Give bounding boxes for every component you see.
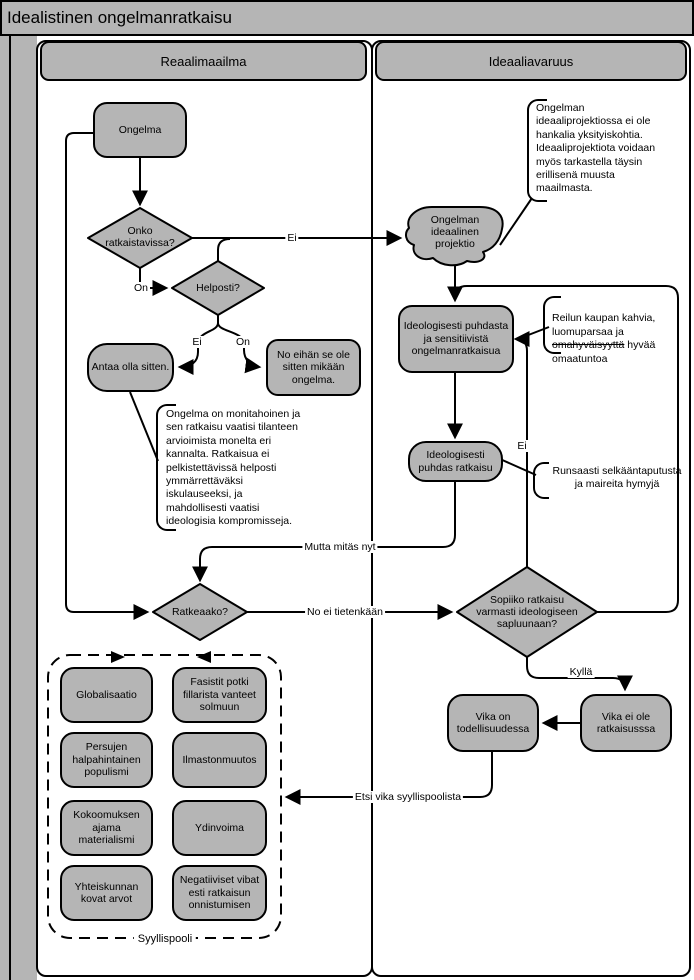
lane-header-ideaaliavaruus: Ideaaliavaruus bbox=[375, 41, 687, 81]
decision-sopiiko-shape bbox=[456, 566, 598, 658]
guilt-pool-border bbox=[47, 654, 282, 939]
page-title: Idealistinen ongelmanratkaisu bbox=[7, 8, 232, 27]
node-ideologisesti-puhdas-ratkaisu: Ideologisesti puhdas ratkaisu bbox=[408, 441, 503, 482]
note-reilun-kaupan-text-2: hyvää omaatuntoa bbox=[552, 339, 656, 365]
pool-item-globalisaatio: Globalisaatio bbox=[60, 667, 153, 723]
title-bar: Idealistinen ongelmanratkaisu bbox=[0, 0, 694, 36]
edge-label-no-ei-tietenkaan: No ei tietenkään bbox=[305, 606, 385, 618]
pool-item-kokoomuksen-materialismi: Kokoomuksen ajama materialismi bbox=[60, 800, 153, 856]
edge-label-ei-sopiiko: Ei bbox=[515, 440, 529, 452]
cloud-shape bbox=[405, 206, 504, 267]
pool-arrow-left-icon bbox=[197, 651, 211, 663]
decision-ratkeaako-shape bbox=[152, 583, 248, 641]
node-vika-ei-ole-ratkaisussa: Vika ei ole ratkaisusssa bbox=[580, 694, 672, 752]
decision-onko-label: Onko ratkaistavissa? bbox=[105, 225, 175, 250]
edge-label-on-onko: On bbox=[131, 282, 151, 294]
note-bracket-ideaaliprojektio bbox=[527, 99, 547, 202]
pool-left-strip bbox=[0, 36, 37, 980]
note-bracket-monitahoinen bbox=[156, 404, 176, 531]
note-ideaaliprojektio: Ongelman ideaaliprojektiossa ei ole hank… bbox=[536, 102, 656, 195]
pool-item-negatiiviset-vibat: Negatiiviset vibat esti ratkaisun onnist… bbox=[172, 865, 267, 921]
pool-item-ilmastonmuutos: Ilmastonmuutos bbox=[172, 732, 267, 788]
node-antaa-olla-sitten: Antaa olla sitten. bbox=[87, 343, 174, 392]
node-ideologisesti-puhdasta: Ideologisesti puhdasta ja sensitiivistä … bbox=[398, 305, 514, 373]
pool-arrow-right-icon bbox=[111, 651, 125, 663]
decision-ratkeaako-label: Ratkeaako? bbox=[171, 606, 229, 618]
pool-item-fasistit: Fasistit potki fillarista vanteet solmuu… bbox=[172, 667, 267, 723]
edge-label-etsi-vika: Etsi vika syyllispoolista bbox=[352, 791, 464, 803]
decision-helposti-shape bbox=[171, 260, 265, 316]
lane-header-reaalimaailma: Reaalimaailma bbox=[40, 41, 367, 81]
lane-header-right-label: Ideaaliavaruus bbox=[488, 53, 574, 69]
note-bracket-runsaasti bbox=[533, 462, 549, 499]
node-ongelma: Ongelma bbox=[93, 102, 187, 158]
decision-onko-shape bbox=[87, 207, 193, 269]
node-no-eihan: No eihän se ole sitten mikään ongelma. bbox=[266, 339, 361, 396]
note-runsaasti: Runsaasti selkääntaputusta ja maireita h… bbox=[552, 465, 682, 491]
note-monitahoinen: Ongelma on monitahoinen ja sen ratkaisu … bbox=[166, 408, 301, 528]
edge-label-ei-onko: Ei bbox=[285, 232, 299, 244]
note-reilun-kaupan-text: Reilun kaupan kahvia, luomuparsaa ja bbox=[552, 312, 656, 338]
note-bracket-reilun-kaupan bbox=[543, 296, 561, 354]
pool-left-strip-divider bbox=[9, 36, 11, 980]
pool-item-persujen-populismi: Persujen halpahintainen populismi bbox=[60, 732, 153, 788]
node-vika-on-todellisuudessa: Vika on todellisuudessa bbox=[447, 694, 539, 752]
decision-helposti-label: Helposti? bbox=[196, 282, 240, 294]
edge-label-ei-helposti: Ei bbox=[190, 336, 204, 348]
cloud-ongelman-ideaalinen-projektio-label: Ongelman ideaalinen projektio bbox=[430, 214, 480, 251]
pool-item-yhteiskunnan-arvot: Yhteiskunnan kovat arvot bbox=[60, 865, 153, 921]
note-reilun-kaupan-strikethrough: omahyväisyyttä bbox=[552, 339, 625, 352]
note-reilun-kaupan: Reilun kaupan kahvia, luomuparsaa ja oma… bbox=[552, 299, 692, 366]
lane-header-left-label: Reaalimaailma bbox=[160, 53, 247, 69]
decision-sopiiko-label: Sopiiko ratkaisu varmasti ideologiseen s… bbox=[476, 594, 578, 631]
guilt-pool-label: Syyllispooli bbox=[133, 933, 197, 945]
edge-label-on-helposti: On bbox=[233, 336, 253, 348]
pool-item-ydinvoima: Ydinvoima bbox=[172, 800, 267, 856]
edge-label-mutta-mitas-nyt: Mutta mitäs nyt bbox=[302, 541, 378, 553]
edge-label-kylla: Kyllä bbox=[567, 666, 595, 678]
